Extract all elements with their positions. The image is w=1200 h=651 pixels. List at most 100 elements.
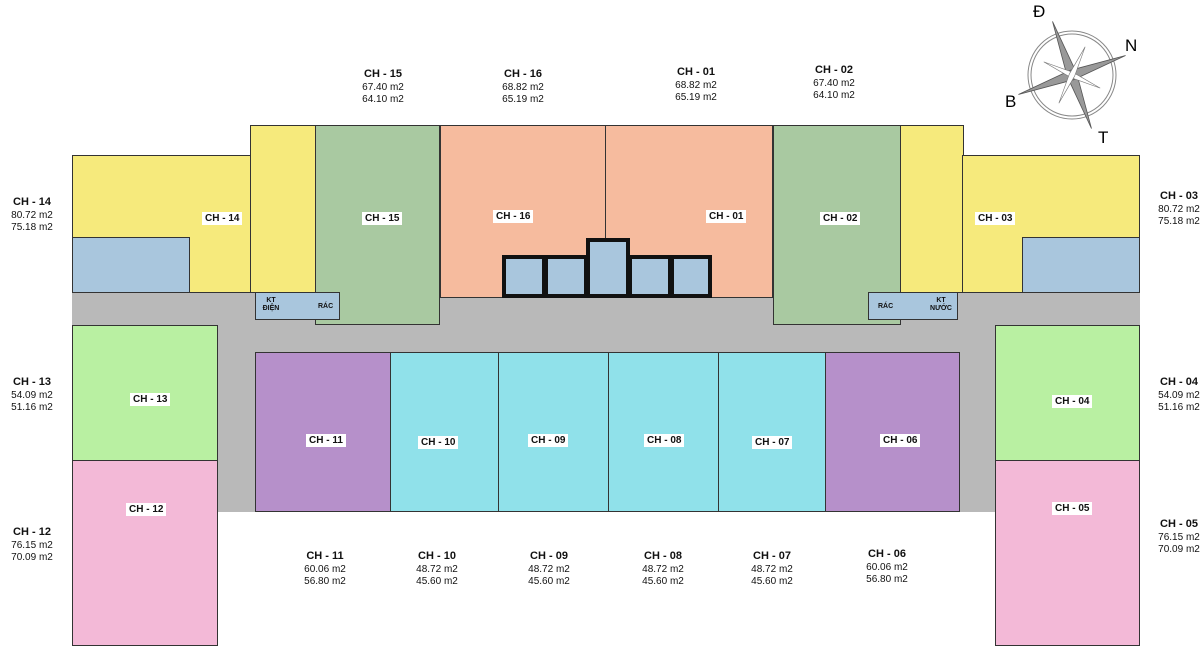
unit-ch10[interactable] xyxy=(390,352,499,512)
area-net: 65.19 m2 xyxy=(502,94,544,105)
tag-ch15: CH - 15 xyxy=(362,212,403,225)
area-gross: 48.72 m2 xyxy=(751,564,793,575)
area-gross: 48.72 m2 xyxy=(528,564,570,575)
area-net: 45.60 m2 xyxy=(528,576,570,587)
area-net: 56.80 m2 xyxy=(866,574,908,585)
tag-ch13: CH - 13 xyxy=(130,393,171,406)
area-net: 51.16 m2 xyxy=(1158,402,1200,413)
stair-right xyxy=(1022,237,1140,293)
compass-north: N xyxy=(1125,36,1138,55)
room-kt-dien xyxy=(255,292,340,320)
tag-ch07: CH - 07 xyxy=(752,436,793,449)
code: CH - 07 xyxy=(753,550,791,562)
area-net: 45.60 m2 xyxy=(642,576,684,587)
tag-ch02: CH - 02 xyxy=(820,212,861,225)
elevator-4 xyxy=(670,255,712,298)
area-gross: 48.72 m2 xyxy=(642,564,684,575)
unit-ch07[interactable] xyxy=(718,352,826,512)
code: CH - 02 xyxy=(815,64,853,76)
label-rac-left: RÁC xyxy=(318,303,334,310)
unit-ch04[interactable] xyxy=(995,325,1140,461)
code: CH - 16 xyxy=(504,68,542,80)
area-gross: 67.40 m2 xyxy=(813,78,855,89)
unit-ch05[interactable] xyxy=(995,460,1140,646)
area-gross: 80.72 m2 xyxy=(11,210,53,221)
code: CH - 03 xyxy=(1160,190,1198,202)
code: CH - 05 xyxy=(1160,518,1198,530)
unit-ch02[interactable] xyxy=(773,125,901,325)
unit-ch12[interactable] xyxy=(72,460,218,646)
area-gross: 68.82 m2 xyxy=(675,80,717,91)
area-gross: 76.15 m2 xyxy=(11,540,53,551)
code: CH - 15 xyxy=(364,68,402,80)
code: CH - 09 xyxy=(530,550,568,562)
label-kt-nuoc: KT NƯỚC xyxy=(930,297,952,312)
area-net: 65.19 m2 xyxy=(675,92,717,103)
code: CH - 06 xyxy=(868,548,906,560)
area-net: 56.80 m2 xyxy=(304,576,346,587)
label-rac-right: RÁC xyxy=(878,303,894,310)
code: CH - 14 xyxy=(13,196,51,208)
elevator-2 xyxy=(544,255,588,298)
compass-rose-icon xyxy=(1018,21,1126,129)
unit-ch06[interactable] xyxy=(825,352,960,512)
compass-east: Đ xyxy=(1033,2,1046,21)
code: CH - 08 xyxy=(644,550,682,562)
area-gross: 54.09 m2 xyxy=(11,390,53,401)
tag-ch14: CH - 14 xyxy=(202,212,243,225)
area-gross: 60.06 m2 xyxy=(866,562,908,573)
unit-ch11[interactable] xyxy=(255,352,391,512)
tag-ch11: CH - 11 xyxy=(306,434,346,447)
unit-ch08[interactable] xyxy=(608,352,719,512)
area-gross: 60.06 m2 xyxy=(304,564,346,575)
area-gross: 80.72 m2 xyxy=(1158,204,1200,215)
area-net: 64.10 m2 xyxy=(813,90,855,101)
tag-ch04: CH - 04 xyxy=(1052,395,1093,408)
code: CH - 04 xyxy=(1160,376,1198,388)
tag-ch03: CH - 03 xyxy=(975,212,1016,225)
area-net: 64.10 m2 xyxy=(362,94,404,105)
area-gross: 67.40 m2 xyxy=(362,82,404,93)
area-gross: 76.15 m2 xyxy=(1158,532,1200,543)
unit-ch15[interactable] xyxy=(315,125,440,325)
unit-ch14-wing[interactable] xyxy=(250,125,316,293)
tag-ch12: CH - 12 xyxy=(126,503,167,516)
elevator-3 xyxy=(628,255,672,298)
unit-ch03-wing[interactable] xyxy=(900,125,964,293)
tag-ch10: CH - 10 xyxy=(418,436,459,449)
compass-south: T xyxy=(1098,128,1109,147)
code: CH - 01 xyxy=(677,66,715,78)
code: CH - 12 xyxy=(13,526,51,538)
area-net: 70.09 m2 xyxy=(11,552,53,563)
tag-ch06: CH - 06 xyxy=(880,434,921,447)
unit-ch09[interactable] xyxy=(498,352,609,512)
tag-ch05: CH - 05 xyxy=(1052,502,1093,515)
area-net: 70.09 m2 xyxy=(1158,544,1200,555)
stair-core xyxy=(586,238,630,298)
room-kt-nuoc xyxy=(868,292,958,320)
area-net: 75.18 m2 xyxy=(11,222,53,233)
stair-left xyxy=(72,237,190,293)
code: CH - 13 xyxy=(13,376,51,388)
tag-ch16: CH - 16 xyxy=(493,210,534,223)
code: CH - 11 xyxy=(306,550,344,562)
area-net: 75.18 m2 xyxy=(1158,216,1200,227)
tag-ch01: CH - 01 xyxy=(706,210,747,223)
area-net: 45.60 m2 xyxy=(416,576,458,587)
elevator-1 xyxy=(502,255,546,298)
area-net: 45.60 m2 xyxy=(751,576,793,587)
area-gross: 48.72 m2 xyxy=(416,564,458,575)
